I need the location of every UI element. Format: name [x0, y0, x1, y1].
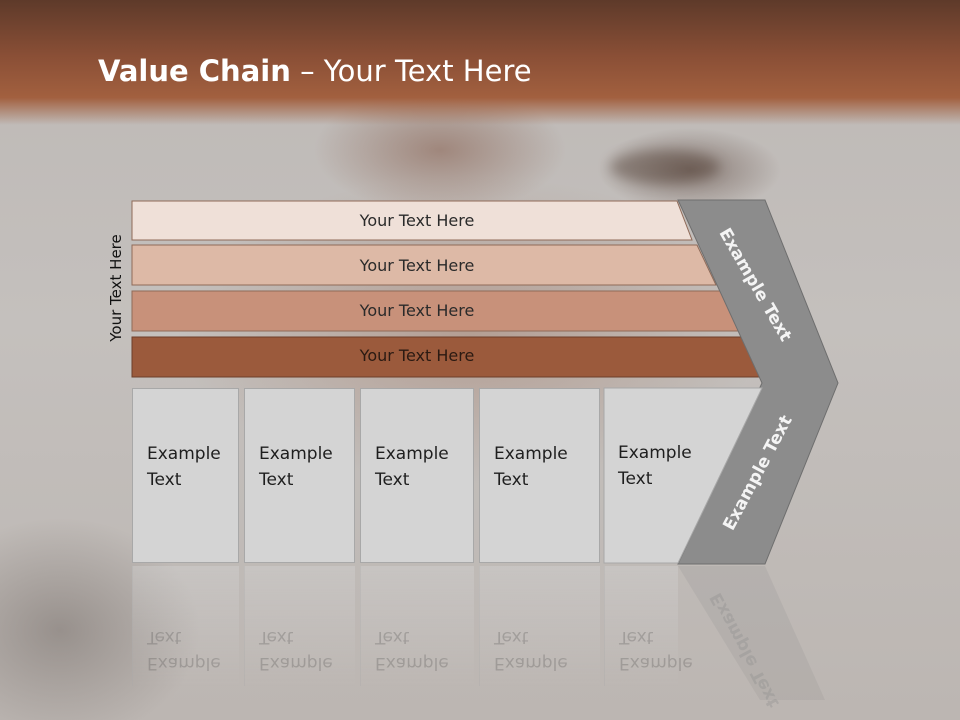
box-3-reflection-line1: Example [375, 653, 449, 673]
box-3-line2: Text [375, 470, 410, 490]
box-4-line1: Example [494, 444, 568, 464]
bar-1-label: Your Text Here [359, 211, 475, 230]
box-1-line1: Example [147, 444, 221, 464]
box-5-line2: Text [618, 469, 653, 489]
box-3-line1: Example [375, 444, 449, 464]
box-1-reflection: Example Text [132, 566, 239, 686]
box-5-reflection: Example Text [604, 566, 693, 686]
box-2-reflection-text: Example Text [259, 624, 333, 676]
box-5-reflection-line2: Text [619, 627, 654, 647]
box-5-line1: Example [618, 443, 692, 463]
chevron-reflection [678, 566, 825, 700]
box-1-reflection-text: Example Text [147, 624, 221, 676]
box-4-reflection-text: Example Text [494, 624, 568, 676]
box-2-reflection-line1: Example [259, 653, 333, 673]
box-3-reflection-text: Example Text [375, 624, 449, 676]
background-photo-eye [610, 150, 720, 184]
box-5-reflection-text: Example Text [619, 624, 693, 676]
chevron-shape [677, 199, 839, 565]
bar-4-label: Your Text Here [359, 346, 475, 365]
box-1-reflection-line2: Text [147, 627, 182, 647]
box-4-reflection-line1: Example [494, 653, 568, 673]
slide-title-bold: Value Chain [98, 54, 291, 88]
box-1-reflection-line1: Example [147, 653, 221, 673]
box-2-line1: Example [259, 444, 333, 464]
box-3-reflection-line2: Text [375, 627, 410, 647]
box-3-reflection: Example Text [360, 566, 474, 686]
box-5-reflection-line1: Example [619, 653, 693, 673]
bar-2-label: Your Text Here [359, 256, 475, 275]
box-2-reflection-line2: Text [259, 627, 294, 647]
box-2-line2: Text [259, 470, 294, 490]
slide-title: Value Chain – Your Text Here [98, 54, 532, 88]
box-2-reflection: Example Text [244, 566, 355, 686]
box-4-reflection-line2: Text [494, 627, 529, 647]
bar-1-shape [131, 200, 693, 241]
bar-2-shape [131, 244, 717, 286]
box-4-line2: Text [494, 470, 529, 490]
slide-title-rest: – Your Text Here [290, 54, 532, 88]
box-1-line2: Text [147, 470, 182, 490]
box-4-reflection: Example Text [479, 566, 600, 686]
bar-3-label: Your Text Here [359, 301, 475, 320]
title-band: Value Chain – Your Text Here [0, 0, 960, 125]
boxes-area-fill-guide [603, 387, 763, 564]
